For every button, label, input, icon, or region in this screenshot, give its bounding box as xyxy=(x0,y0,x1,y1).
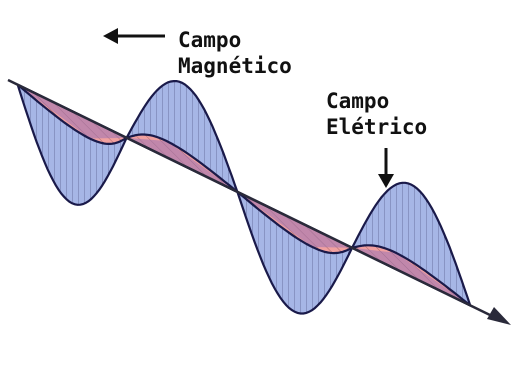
electric-field-label: Campo xyxy=(326,88,389,114)
magnetic-field-label-line2: Magnético xyxy=(178,53,292,79)
arrow-left-icon xyxy=(103,28,165,44)
axis-arrowhead-icon xyxy=(487,307,511,325)
electric-field-label-line2: Elétrico xyxy=(326,114,427,140)
magnetic-field-hatching xyxy=(352,183,470,306)
magnetic-field-label: Campo xyxy=(178,27,241,53)
arrow-down-icon xyxy=(378,148,394,188)
